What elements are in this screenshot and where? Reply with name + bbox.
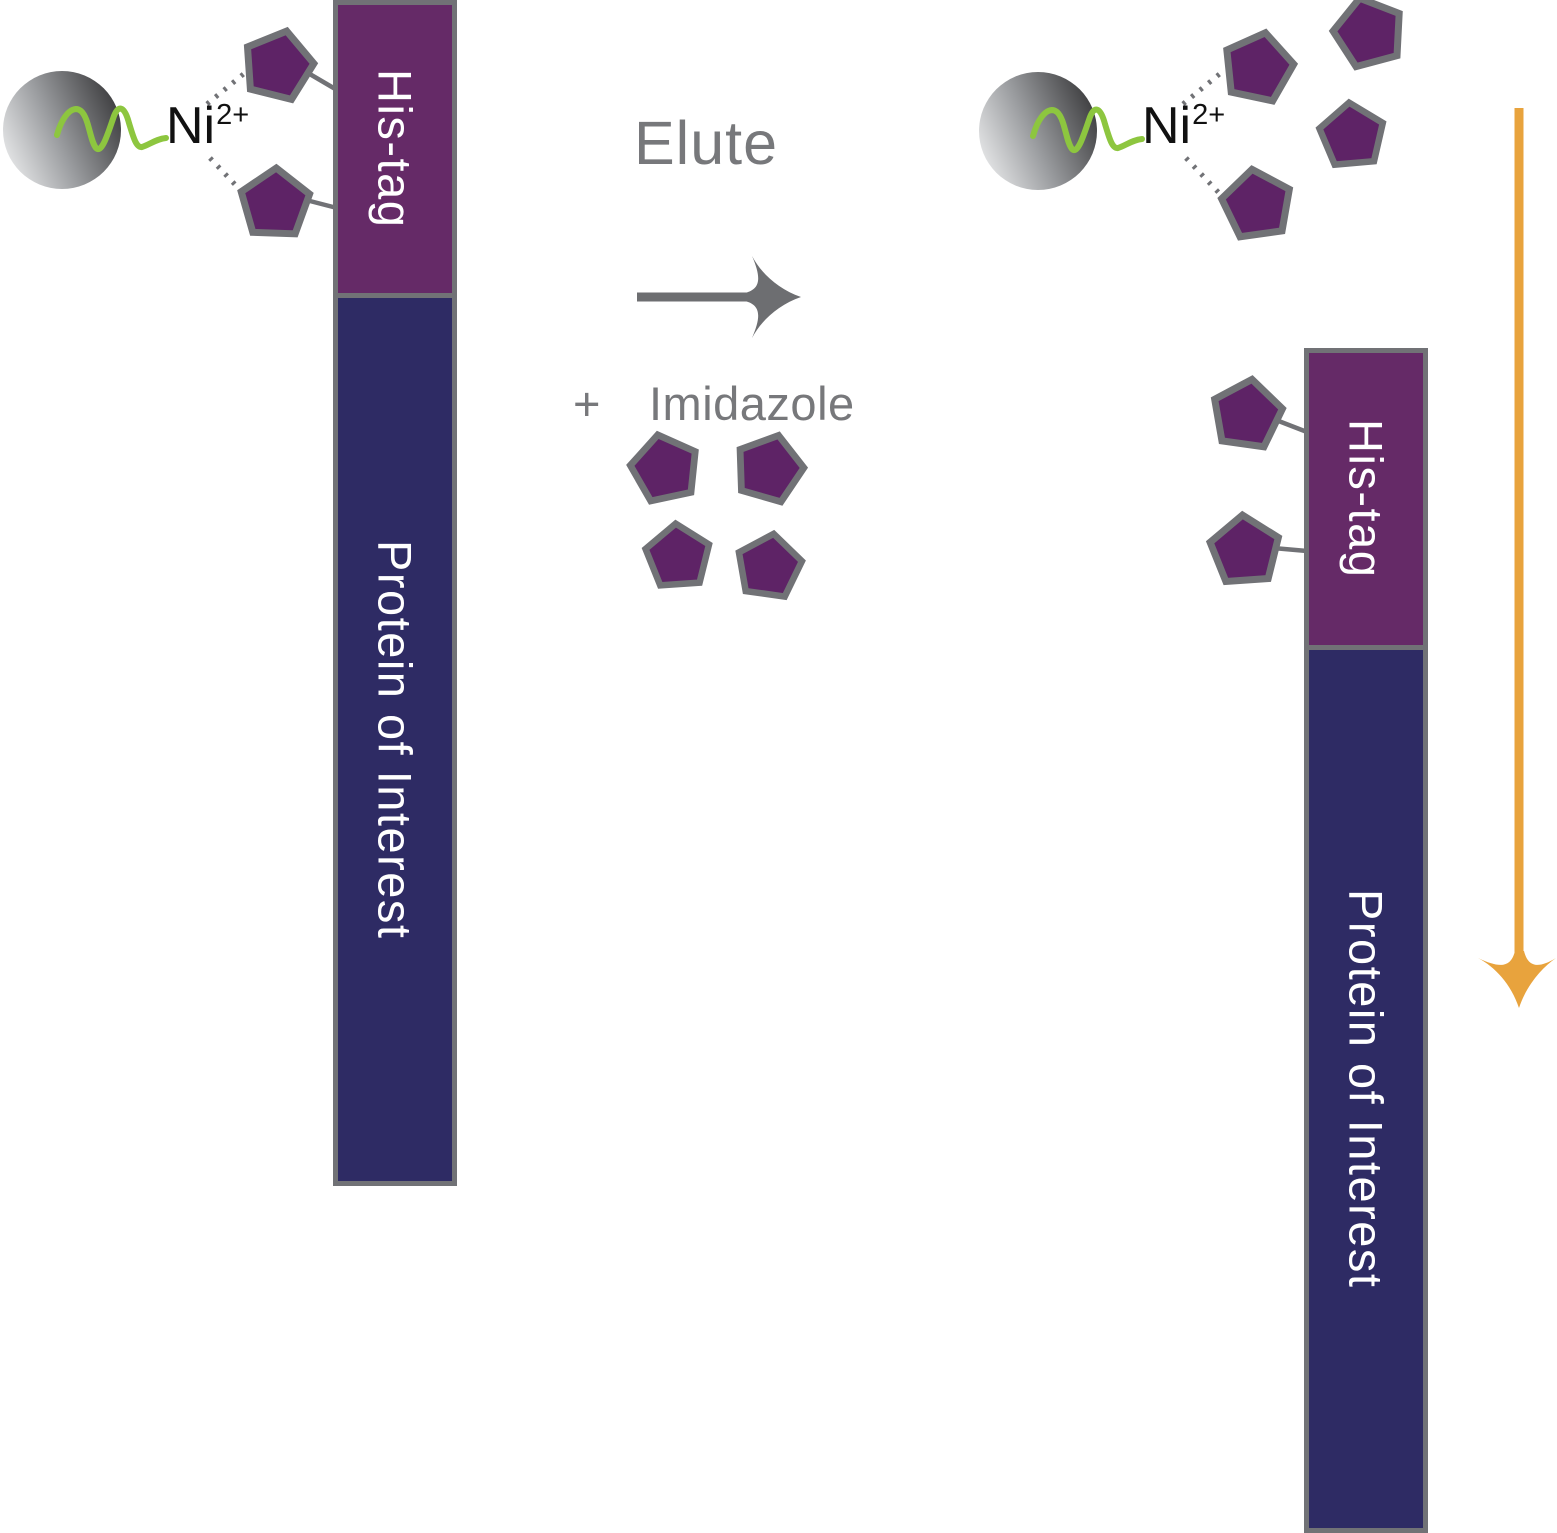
protein-of-interest-segment: Protein of Interest xyxy=(338,298,452,1181)
histidine-connector-line xyxy=(1275,417,1308,435)
his-tag-label: His-tag xyxy=(1339,419,1393,579)
imidazole-pentagon-icon xyxy=(644,521,712,586)
elute-arrowhead-icon xyxy=(745,256,801,338)
imidazole-pentagon-icon xyxy=(729,426,810,505)
imidazole-pentagon-icon xyxy=(625,428,703,504)
coordination-bond-dotted-icon xyxy=(1184,156,1221,195)
his-tag-segment: His-tag xyxy=(338,5,452,298)
imidazole-pentagon-icon xyxy=(1218,165,1295,239)
his-tag-label: His-tag xyxy=(368,69,422,229)
histidine-connector-line xyxy=(306,71,339,92)
coordination-bond-dotted-icon xyxy=(208,156,245,195)
bound-protein-bar: His-tag Protein of Interest xyxy=(333,0,457,1186)
histidine-pentagon-icon xyxy=(240,167,311,234)
eluted-protein-bar: His-tag Protein of Interest xyxy=(1304,348,1428,1533)
imidazole-pentagon-icon xyxy=(734,529,805,598)
imidazole-pentagon-icon xyxy=(1218,26,1298,104)
nickel-symbol: Ni xyxy=(1142,97,1192,155)
linker-squiggle-icon xyxy=(54,105,169,153)
plus-sign: + xyxy=(573,377,601,430)
elute-step-title: Elute xyxy=(634,109,779,177)
nickel-symbol: Ni xyxy=(166,97,216,155)
nickel-ion-label: Ni2+ xyxy=(1142,96,1225,156)
his-tag-segment: His-tag xyxy=(1309,353,1423,650)
histidine-connector-line xyxy=(305,197,338,211)
histidine-pentagon-icon xyxy=(1208,513,1281,583)
imidazole-pentagon-icon xyxy=(1327,0,1410,70)
protein-of-interest-segment: Protein of Interest xyxy=(1309,650,1423,1528)
imidazole-pentagon-icon xyxy=(1317,100,1386,166)
flow-arrowhead-icon xyxy=(1478,951,1556,1008)
agarose-bead-icon xyxy=(3,71,121,189)
imidazole-label: Imidazole xyxy=(649,377,855,430)
histidine-pentagon-icon xyxy=(238,23,320,103)
nickel-charge: 2+ xyxy=(216,99,250,131)
protein-of-interest-label: Protein of Interest xyxy=(1339,889,1393,1289)
histidine-pentagon-icon xyxy=(1209,375,1286,449)
nickel-ion-label: Ni2+ xyxy=(166,96,249,156)
nickel-charge: 2+ xyxy=(1192,99,1226,131)
agarose-bead-icon xyxy=(979,72,1097,190)
protein-of-interest-label: Protein of Interest xyxy=(368,539,422,940)
linker-squiggle-icon xyxy=(1030,106,1145,154)
